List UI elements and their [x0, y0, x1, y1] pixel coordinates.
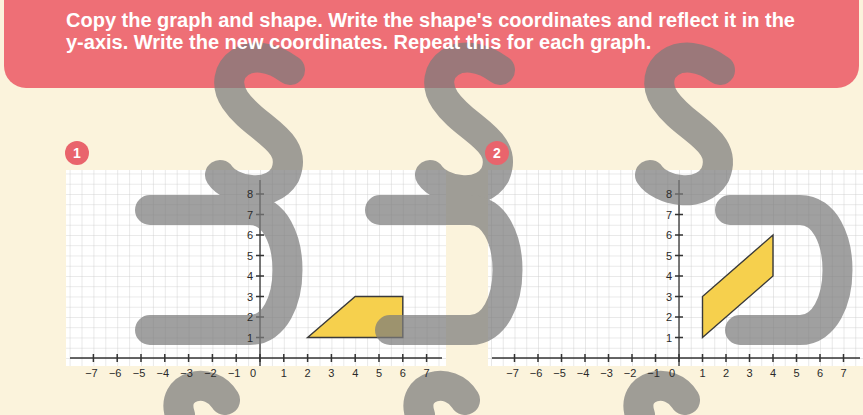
y-axis-number: 5 — [666, 250, 672, 262]
x-axis — [492, 357, 860, 358]
instruction-heading: Copy the graph and shape. Write the shap… — [66, 9, 806, 53]
x-axis-number: −5 — [553, 367, 566, 379]
y-axis-number: 2 — [666, 311, 672, 323]
y-ticks — [675, 193, 683, 338]
x-axis-number: −4 — [157, 367, 170, 379]
x-axis-number: 5 — [376, 367, 382, 379]
y-axis-number: 7 — [666, 209, 672, 221]
x-axis-number: −6 — [530, 367, 543, 379]
y-axis-number: 8 — [666, 188, 672, 200]
y-axis-number: 1 — [666, 332, 672, 344]
x-axis-number: 4 — [352, 367, 358, 379]
y-axis-number: 5 — [247, 250, 253, 262]
question-number-text: 2 — [493, 145, 501, 161]
y-axis-number: 1 — [247, 332, 253, 344]
question-number-text: 1 — [73, 145, 81, 161]
x-axis — [70, 357, 442, 358]
x-axis-number: −3 — [600, 367, 613, 379]
y-axis-number: 7 — [247, 209, 253, 221]
x-ticks — [93, 354, 428, 362]
x-axis-number: −3 — [180, 367, 193, 379]
y-axis-number: 4 — [247, 270, 253, 282]
x-axis-number: −6 — [109, 367, 122, 379]
y-axis — [678, 180, 679, 366]
y-axis-number: 6 — [666, 229, 672, 241]
x-axis-number: 6 — [817, 367, 823, 379]
x-axis-number: 2 — [305, 367, 311, 379]
y-axis-number: 2 — [247, 311, 253, 323]
y-axis-number: 3 — [247, 291, 253, 303]
x-axis-number: 0 — [250, 367, 256, 379]
y-axis-number: 6 — [247, 229, 253, 241]
x-axis-number: −2 — [624, 367, 637, 379]
x-axis-number: −2 — [204, 367, 217, 379]
x-axis-number: 0 — [669, 367, 675, 379]
x-axis-number: 1 — [699, 367, 705, 379]
question-number: 1 — [65, 141, 89, 165]
x-axis-number: −7 — [506, 367, 519, 379]
x-axis-number: 4 — [770, 367, 776, 379]
y-axis-number: 3 — [666, 291, 672, 303]
y-axis-number: 8 — [247, 188, 253, 200]
y-axis-number: 4 — [666, 270, 672, 282]
x-axis-number: 7 — [424, 367, 430, 379]
x-axis-number: 3 — [746, 367, 752, 379]
watermark — [150, 58, 838, 415]
x-axis-number: 6 — [400, 367, 406, 379]
x-axis-number: 3 — [328, 367, 334, 379]
x-axis-number: 1 — [281, 367, 287, 379]
x-axis-number: −1 — [647, 367, 660, 379]
x-axis-number: −4 — [577, 367, 590, 379]
x-axis-number: −1 — [228, 367, 241, 379]
x-axis-number: 5 — [793, 367, 799, 379]
x-axis-number: 7 — [840, 367, 846, 379]
x-axis-number: −7 — [85, 367, 98, 379]
x-axis-number: −5 — [133, 367, 146, 379]
x-axis-number: 2 — [723, 367, 729, 379]
x-ticks — [514, 354, 845, 362]
question-number: 2 — [485, 141, 509, 165]
